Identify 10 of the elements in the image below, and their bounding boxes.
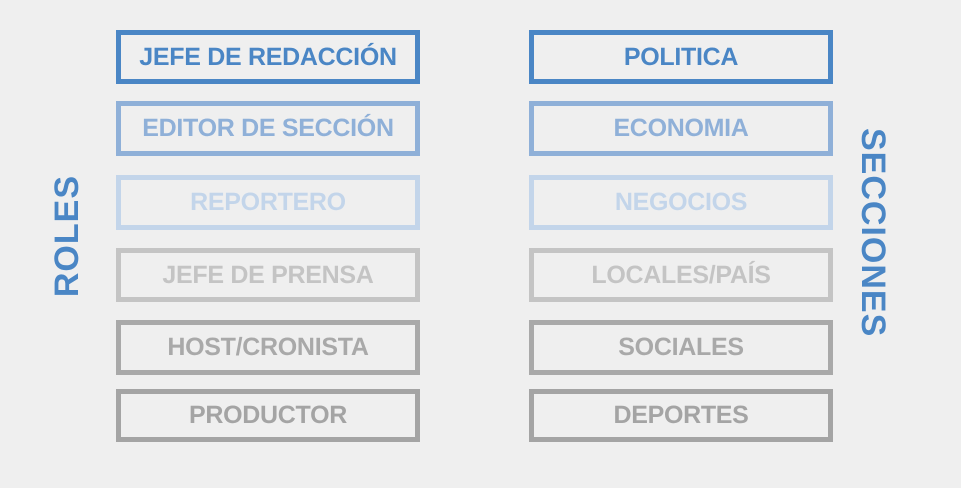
role-box: HOST/CRONISTA xyxy=(116,320,420,375)
role-box: JEFE DE REDACCIÓN xyxy=(116,30,420,84)
vertical-heading: ROLES xyxy=(50,175,84,298)
section-box: SOCIALES xyxy=(529,320,833,375)
vertical-heading: SECCIONES xyxy=(856,128,890,337)
section-box: ECONOMIA xyxy=(529,101,833,156)
section-box: POLITICA xyxy=(529,30,833,84)
role-box: PRODUCTOR xyxy=(116,389,420,442)
role-box: EDITOR DE SECCIÓN xyxy=(116,101,420,156)
section-box: DEPORTES xyxy=(529,389,833,442)
